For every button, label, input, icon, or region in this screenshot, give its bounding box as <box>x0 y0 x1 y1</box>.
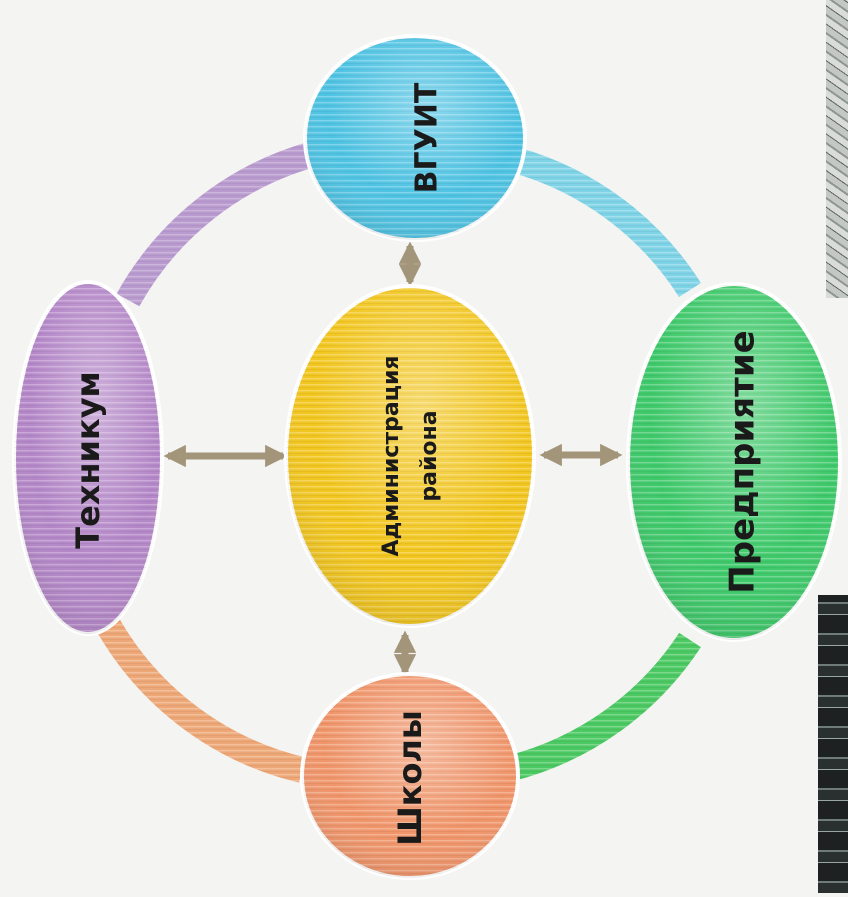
node-right-label: Предприятие <box>723 330 763 593</box>
node-left: Техникум <box>12 280 164 636</box>
photo-strip-top <box>826 0 848 298</box>
node-center: Администрация района <box>284 284 536 628</box>
node-top-label: ВГУИТ <box>410 82 445 193</box>
node-right: Предприятие <box>626 282 842 642</box>
node-center-label-line1: Администрация <box>379 355 404 556</box>
photo-strip-bottom <box>818 595 848 893</box>
arrows <box>163 241 623 677</box>
node-center-label-line2: района <box>417 410 442 501</box>
node-bottom-label: Школы <box>391 710 429 846</box>
node-bottom: Школы <box>300 672 520 880</box>
node-top: ВГУИТ <box>303 34 527 242</box>
ring <box>96 142 701 783</box>
node-left-label: Техникум <box>69 371 107 548</box>
